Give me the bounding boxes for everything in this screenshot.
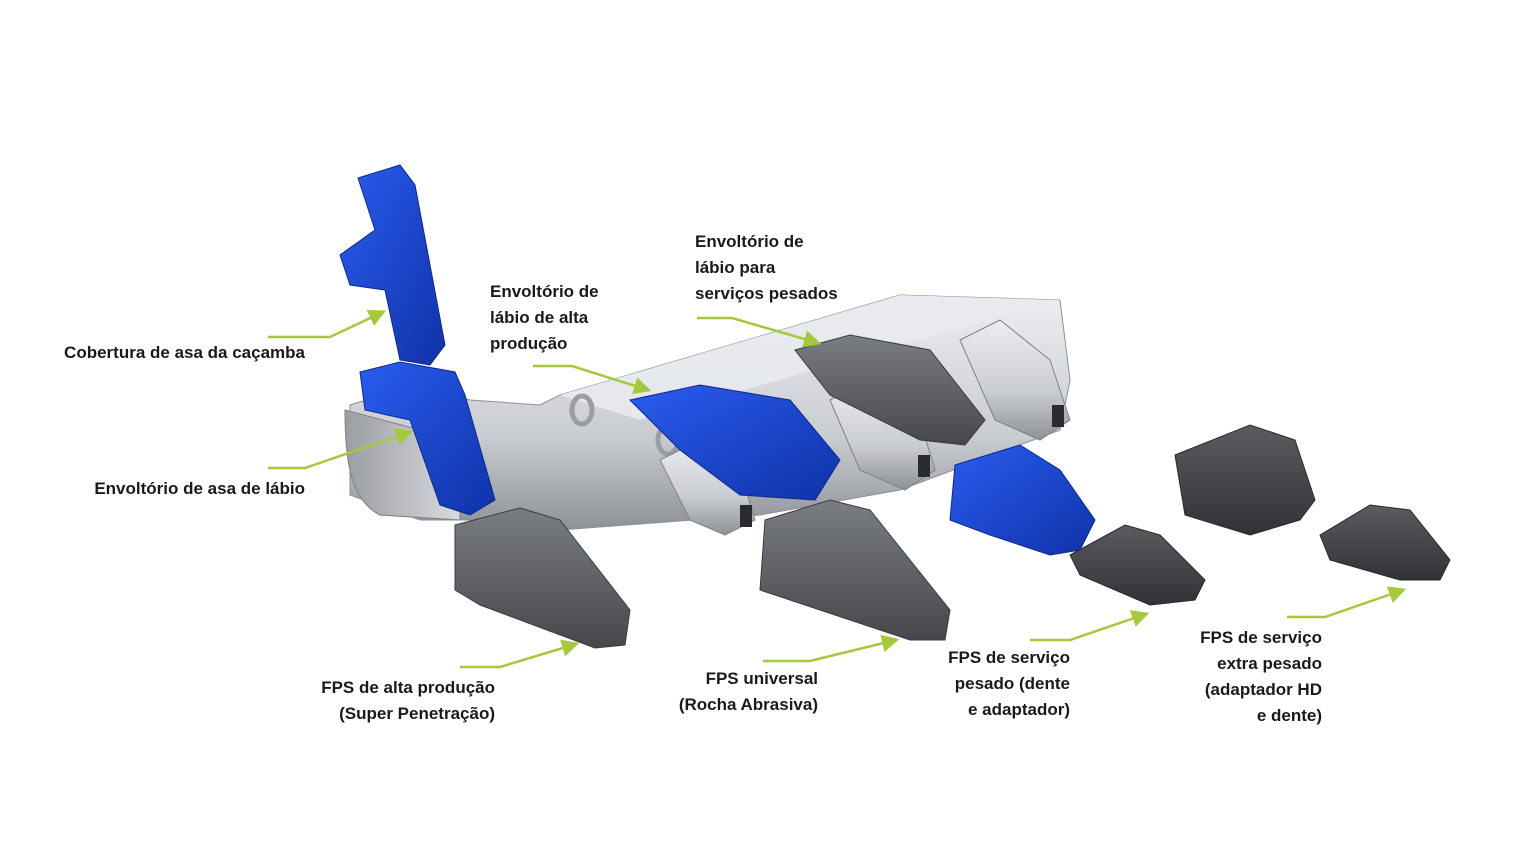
label-bucket-wing-cover: Cobertura de asa da caçamba (64, 343, 305, 362)
fps-heavy-duty-tooth (1069, 524, 1206, 606)
label-lip-wing-shroud: Envoltório de asa de lábio (94, 479, 305, 498)
lip-wing-shroud (359, 361, 496, 516)
fps-high-production-tooth (454, 507, 631, 649)
arrow-icon (268, 310, 1407, 669)
high-production-lip-shroud (628, 384, 841, 501)
bucket-wing-cover (339, 164, 446, 366)
label-fps-extra-heavy-duty: FPS de serviço extra pesado (adaptador H… (1200, 628, 1322, 725)
blue-adapter (949, 444, 1096, 556)
fps-extra-heavy-duty-tooth (1319, 504, 1451, 581)
label-high-production-lip-shroud: Envoltório de lábio de alta produção (490, 282, 599, 353)
label-fps-universal: FPS universal (Rocha Abrasiva) (678, 669, 818, 714)
fps-universal-tooth (759, 499, 951, 641)
fps-extra-heavy-duty-adapter (1174, 424, 1316, 536)
heavy-duty-lip-shroud (794, 334, 986, 446)
label-fps-high-production: FPS de alta produção (Super Penetração) (321, 678, 495, 723)
label-heavy-duty-lip-shroud: Envoltório de lábio para serviços pesado… (695, 232, 838, 303)
label-fps-heavy-duty: FPS de serviço pesado (dente e adaptador… (948, 648, 1070, 719)
